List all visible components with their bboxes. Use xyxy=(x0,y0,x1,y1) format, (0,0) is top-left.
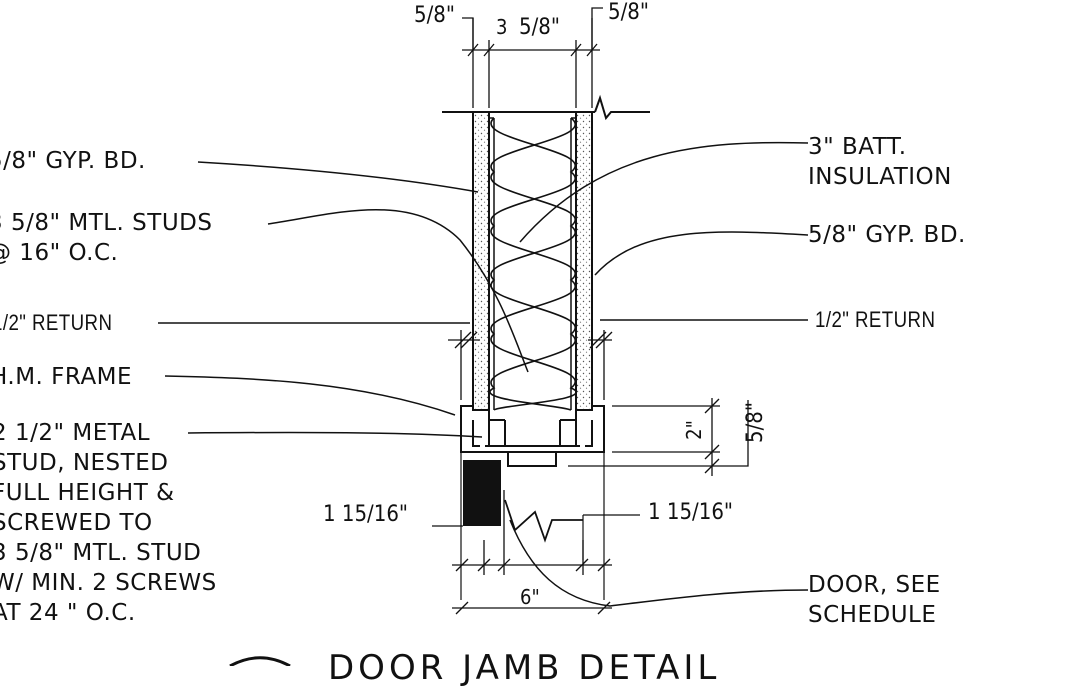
label-gyp-bd-left: 5/8" GYP. BD. xyxy=(0,148,146,174)
dim-right-2: 2" xyxy=(681,420,706,440)
gyp-bd-right-shape xyxy=(575,111,593,411)
label-return-right: 1/2" RETURN xyxy=(815,307,936,332)
title-fragment xyxy=(229,656,291,666)
drawing-title: DOOR JAMB DETAIL xyxy=(328,648,721,688)
label-gyp-bd-right: 5/8" GYP. BD. xyxy=(808,222,966,248)
label-hm-frame: H.M. FRAME xyxy=(0,364,133,390)
dim-right-11516: 1 15/16" xyxy=(648,500,734,525)
batt-insulation-shape xyxy=(489,117,577,411)
label-studs: 3 5/8" MTL. STUDS @ 16" O.C. xyxy=(0,210,213,266)
label-door-schedule: DOOR, SEE SCHEDULE xyxy=(808,572,941,628)
dim-bottom-6: 6" xyxy=(520,585,540,609)
wall-section-drawing xyxy=(158,7,809,666)
dim-top-mid: 5/8" xyxy=(519,15,560,40)
door-block-shape xyxy=(463,460,501,526)
label-metal-stud: 2 1/2" METAL STUD, NESTED FULL HEIGHT & … xyxy=(0,420,217,626)
dim-right-58: 5/8" xyxy=(742,402,768,443)
dim-top-3: 3 xyxy=(496,15,508,39)
dim-left-11516: 1 15/16" xyxy=(323,502,409,527)
dim-top-left: 5/8" xyxy=(414,3,455,28)
label-return-left: 1/2" RETURN xyxy=(0,310,113,335)
dim-top-right: 5/8" xyxy=(608,0,649,25)
leader-lines xyxy=(158,141,809,607)
label-batt-insulation: 3" BATT. INSULATION xyxy=(808,134,952,190)
